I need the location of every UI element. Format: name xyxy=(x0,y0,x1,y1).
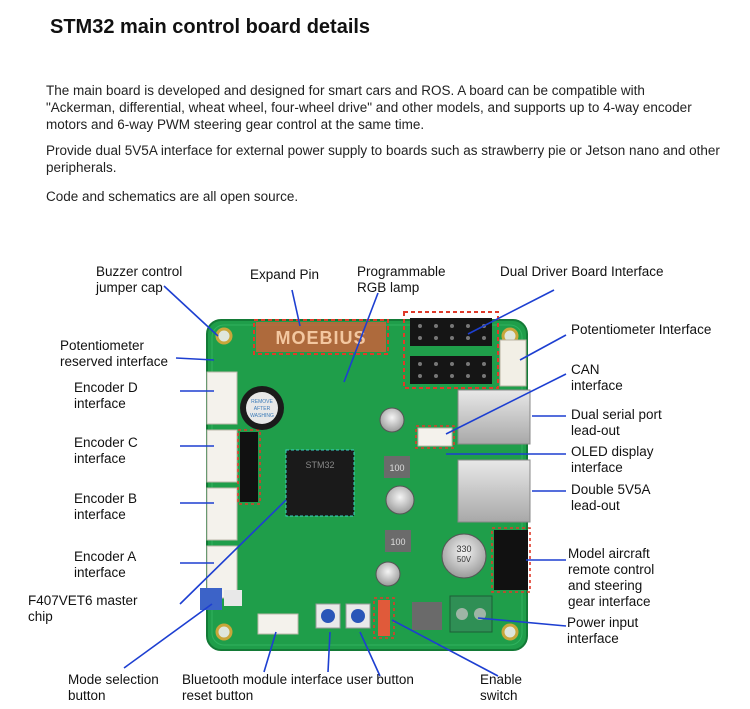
main-chip xyxy=(285,449,355,517)
driver-header-2 xyxy=(410,356,492,384)
callout-encoder-a: Encoder A interface xyxy=(74,549,137,580)
callout-encoder-b: Encoder B interface xyxy=(74,491,138,522)
svg-text:WASHING: WASHING xyxy=(250,413,274,419)
encoder-c-connector xyxy=(206,429,238,483)
serial-port-block xyxy=(457,389,531,445)
callout-mode-selection: Mode selection button xyxy=(68,672,159,703)
svg-text:REMOVE: REMOVE xyxy=(251,399,273,405)
opensource-paragraph: Code and schematics are all open source. xyxy=(46,189,299,204)
moebius-logo: MOEBIUS xyxy=(275,328,366,348)
svg-text:50V: 50V xyxy=(457,555,472,564)
pot-connector xyxy=(499,339,527,387)
callout-rgb-lamp: Programmable RGB lamp xyxy=(357,264,446,295)
callout-buzzer: Buzzer control jumper cap xyxy=(96,264,183,295)
callout-oled: OLED display interface xyxy=(571,444,654,475)
mode-potentiometer xyxy=(200,588,222,610)
callout-encoder-c: Encoder C interface xyxy=(74,435,138,466)
power-5v-block xyxy=(457,459,531,523)
callout-power-input: Power input interface xyxy=(567,615,639,646)
page-title: STM32 main control board details xyxy=(50,16,371,38)
svg-text:100: 100 xyxy=(390,537,405,547)
callout-double-5v: Double 5V5A lead-out xyxy=(571,482,651,513)
callout-pot-interface: Potentiometer Interface xyxy=(571,322,712,337)
intro-paragraph: The main board is developed and designed… xyxy=(46,83,692,132)
servo-header xyxy=(494,530,528,590)
svg-text:STM32: STM32 xyxy=(305,460,334,470)
callout-bluetooth: Bluetooth module interface user button r… xyxy=(182,672,414,703)
callout-encoder-d: Encoder D interface xyxy=(74,380,138,411)
callout-model-aircraft: Model aircraft remote control and steeri… xyxy=(568,546,655,609)
driver-header-1 xyxy=(410,318,492,346)
callout-expand-pin: Expand Pin xyxy=(250,267,320,282)
callout-dual-serial: Dual serial port lead-out xyxy=(571,407,662,438)
bluetooth-connector xyxy=(257,613,299,635)
encoder-d-connector xyxy=(206,371,238,425)
callout-enable-switch: Enable switch xyxy=(480,672,523,703)
callout-f407: F407VET6 master chip xyxy=(28,593,138,624)
power-paragraph: Provide dual 5V5A interface for external… xyxy=(46,143,720,175)
svg-text:330: 330 xyxy=(456,544,471,554)
callout-dual-driver: Dual Driver Board Interface xyxy=(500,264,664,279)
encoder-b-connector xyxy=(206,487,238,541)
enable-switch xyxy=(378,600,390,636)
svg-text:100: 100 xyxy=(389,463,404,473)
callout-pot-reserved: Potentiometer reserved interface xyxy=(60,338,169,369)
svg-text:AFTER: AFTER xyxy=(254,406,271,412)
callout-can: CAN interface xyxy=(571,362,623,393)
